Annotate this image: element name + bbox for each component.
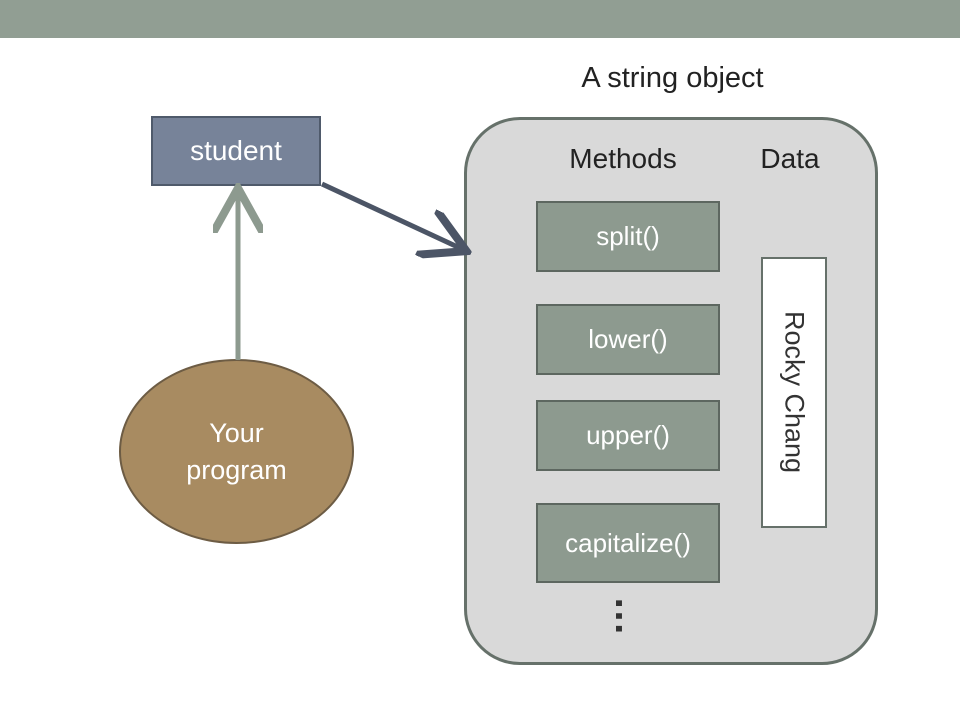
method-upper: upper()	[536, 400, 720, 471]
diagram-title: A string object	[581, 62, 764, 94]
program-label-line2: program	[186, 454, 287, 485]
reference-arrow	[320, 181, 462, 249]
method-lower: lower()	[536, 304, 720, 375]
data-header: Data	[760, 143, 820, 174]
program-label-line1: Your	[209, 417, 264, 448]
top-bar	[0, 0, 960, 38]
methods-header: Methods	[569, 143, 677, 174]
method-capitalize: capitalize()	[536, 503, 720, 583]
your-program-ellipse: Your program	[119, 359, 354, 544]
variable-student-box: student	[151, 116, 321, 186]
data-box	[761, 257, 827, 528]
method-split: split()	[536, 201, 720, 272]
